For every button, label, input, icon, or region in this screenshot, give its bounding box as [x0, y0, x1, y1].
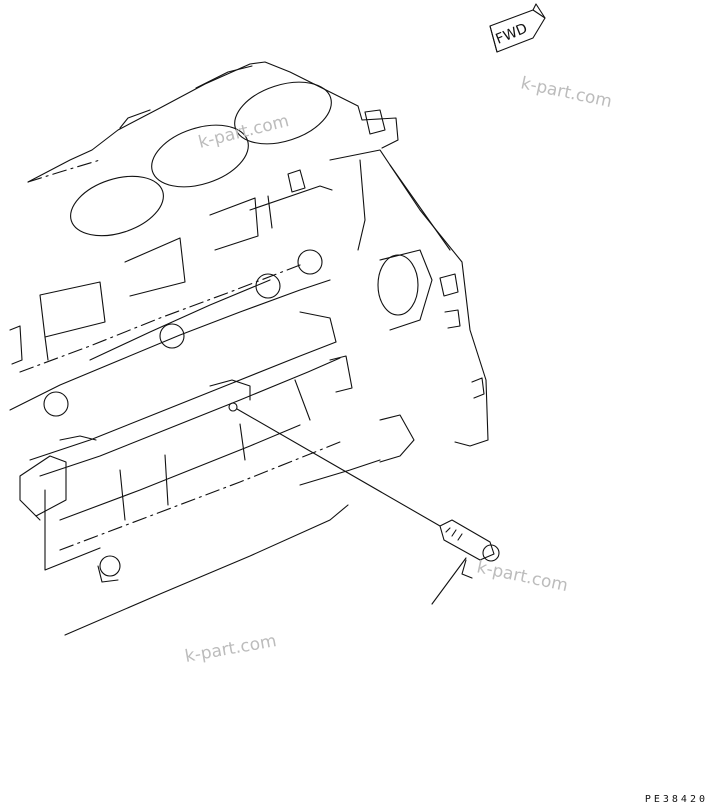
- drain-plug: [99, 555, 121, 577]
- rail-boss-1: [159, 323, 185, 349]
- watermark: k-part.com: [475, 557, 570, 596]
- rail-boss-2: [255, 273, 281, 299]
- cylinder-bore-1: [70, 175, 164, 237]
- engine-block-top-deck: [27, 61, 359, 183]
- part-leader-line: [431, 557, 467, 605]
- end-face-bore: [377, 254, 419, 316]
- watermark: k-part.com: [519, 73, 614, 112]
- fwd-label: FWD: [494, 21, 530, 48]
- oil-gallery-rail: [19, 249, 341, 521]
- engine-block-lower: [44, 355, 415, 636]
- rail-boss-4: [43, 391, 69, 417]
- engine-block-side: [9, 185, 333, 411]
- fwd-arrow-icon: FWD: [489, 3, 546, 53]
- cylinder-bores: [70, 81, 332, 237]
- watermark: k-part.com: [196, 111, 291, 153]
- watermarks: k-part.com k-part.com k-part.com k-part.…: [183, 73, 613, 667]
- drawing-code: PE38420: [644, 794, 708, 805]
- oil-pressure-sensor: [228, 402, 500, 605]
- watermark: k-part.com: [183, 631, 278, 667]
- rail-boss-3: [297, 249, 323, 275]
- engine-block-end-face: [287, 105, 489, 447]
- sensor-port: [228, 402, 238, 412]
- cylinder-bore-2: [151, 124, 249, 188]
